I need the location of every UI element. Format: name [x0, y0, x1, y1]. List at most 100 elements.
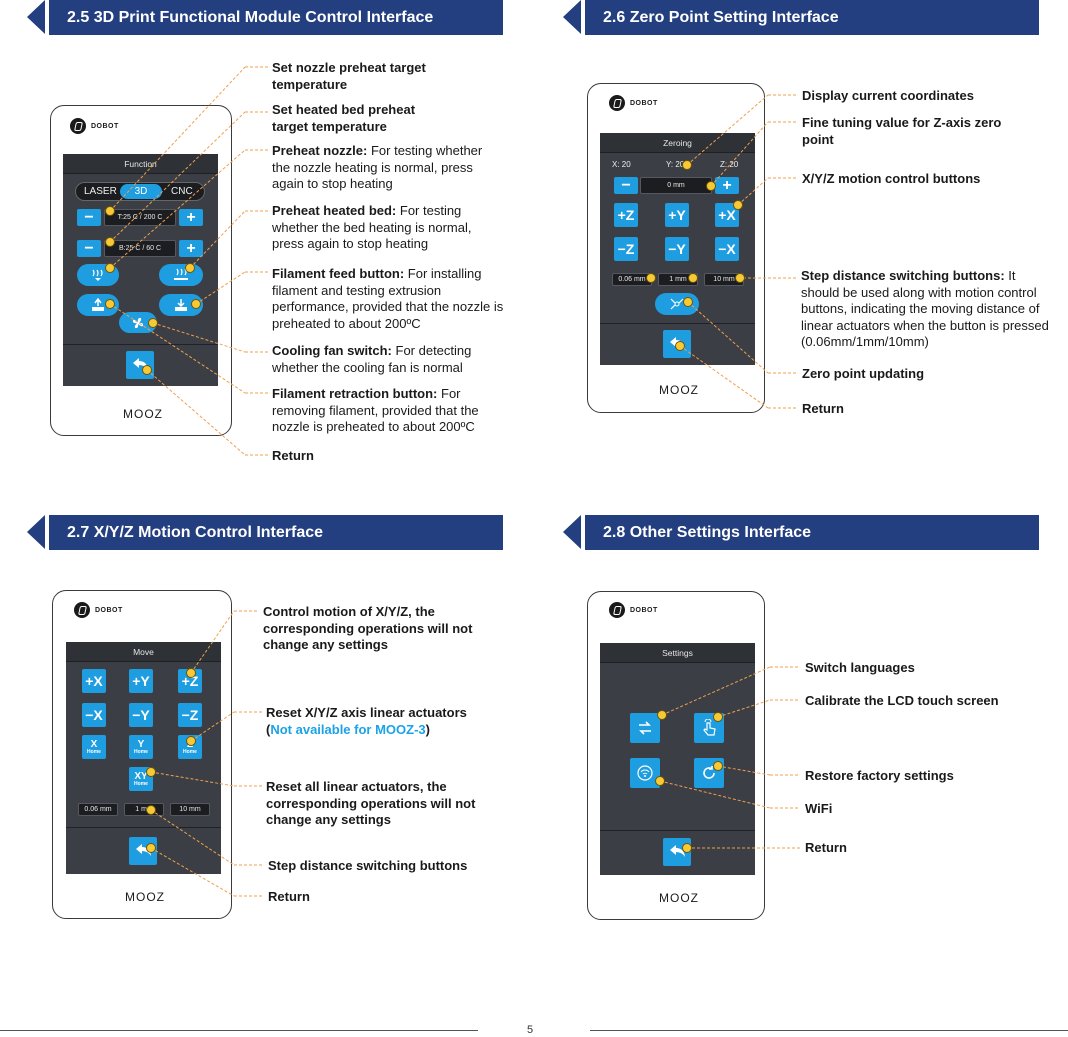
callout-dot	[733, 200, 743, 210]
callout-calibrate-lcd: Calibrate the LCD touch screen	[805, 693, 999, 708]
footer-rule-right	[590, 1030, 1068, 1031]
zeroing-screen: Zeroing X: 20 Y: 20 Z: 20 − 0 mm + +Z +Y…	[600, 133, 755, 365]
callout-cooling-fan: Cooling fan switch: For detecting whethe…	[272, 343, 472, 375]
step-button-10[interactable]: 10 mm	[170, 803, 210, 816]
axis-button-minus-x[interactable]: −X	[82, 703, 106, 727]
footer-rule-left	[0, 1030, 478, 1031]
mode-tab-laser[interactable]: LASER	[84, 186, 117, 197]
screen-title: Function	[63, 154, 218, 174]
callout-preheat-bed: Preheat heated bed: For testing whether …	[272, 203, 472, 251]
switch-language-button[interactable]	[630, 713, 660, 743]
coord-y: Y: 20	[666, 160, 685, 169]
bed-minus-button[interactable]: −	[77, 240, 101, 257]
axis-button-plus-y[interactable]: +Y	[129, 669, 153, 693]
return-arrow-icon	[670, 845, 685, 857]
step-button-1[interactable]: 1 mm	[124, 803, 164, 816]
nozzle-minus-button[interactable]: −	[77, 209, 101, 226]
preheat-bed-button[interactable]	[159, 264, 203, 286]
dobot-logo: DOBOT	[70, 118, 119, 134]
z-minus-button[interactable]: −	[614, 177, 638, 194]
axis-button-plus-z[interactable]: +Z	[614, 203, 638, 227]
move-screen: Move +X +Y +Z −X −Y −Z X Home Y Home Z H…	[66, 642, 221, 874]
callout-reset-all: Reset all linear actuators, the correspo…	[266, 779, 476, 827]
function-screen: Function LASER 3D CNC − T:25 C / 200 C +…	[63, 154, 218, 386]
callout-xyz-motion-buttons: X/Y/Z motion control buttons	[802, 171, 981, 186]
device-frame-settings: DOBOT Settings MOOZ	[587, 591, 765, 920]
callout-reset-axis: Reset X/Y/Z axis linear actuators(Not av…	[266, 705, 467, 737]
callout-restore-factory: Restore factory settings	[805, 768, 954, 783]
z-zero-field[interactable]: 0 mm	[640, 177, 712, 194]
callout-filament-feed: Filament feed button: For installing fil…	[272, 266, 504, 331]
home-button-y[interactable]: Y Home	[129, 735, 153, 759]
callout-dot	[105, 263, 115, 273]
dobot-logo: DOBOT	[74, 602, 123, 618]
mode-tab-3d[interactable]: 3D	[120, 184, 162, 199]
callout-z-fine-tuning: Fine tuning value for Z-axis zero point	[802, 115, 1002, 147]
mode-toggle[interactable]: LASER 3D CNC	[75, 182, 205, 201]
axis-button-minus-z[interactable]: −Z	[614, 237, 638, 261]
device-frame-zeroing: DOBOT Zeroing X: 20 Y: 20 Z: 20 − 0 mm +…	[587, 83, 765, 413]
section-title: 2.8 Other Settings Interface	[585, 515, 1039, 550]
callout-dot	[146, 843, 156, 853]
callout-return: Return	[802, 401, 844, 416]
callout-dot	[146, 805, 156, 815]
touch-hand-icon	[703, 719, 716, 736]
section-header-2-6: 2.6 Zero Point Setting Interface	[563, 0, 1039, 35]
callout-dot	[706, 181, 716, 191]
axis-button-minus-y[interactable]: −Y	[665, 237, 689, 261]
mooz-brand: MOOZ	[125, 890, 165, 904]
dobot-logo-icon	[74, 602, 90, 618]
callout-dot	[713, 712, 723, 722]
fan-icon	[132, 317, 144, 328]
callout-zero-point-updating: Zero point updating	[802, 366, 925, 381]
callout-dot	[713, 761, 723, 771]
screen-title: Settings	[600, 643, 755, 663]
callout-dot	[683, 297, 693, 307]
nozzle-heat-icon	[92, 269, 103, 281]
axis-button-plus-x[interactable]: +X	[715, 203, 739, 227]
axis-button-plus-x[interactable]: +X	[82, 669, 106, 693]
language-switch-icon	[639, 721, 651, 735]
nozzle-plus-button[interactable]: +	[179, 209, 203, 226]
mooz3-note: Not available for MOOZ-3	[270, 721, 426, 737]
mooz-brand: MOOZ	[659, 891, 699, 905]
settings-screen: Settings	[600, 643, 755, 875]
feed-filament-icon	[175, 299, 187, 311]
section-header-2-8: 2.8 Other Settings Interface	[563, 515, 1039, 550]
callout-dot	[186, 736, 196, 746]
mooz-brand: MOOZ	[123, 407, 163, 421]
coord-x: X: 20	[612, 160, 631, 169]
page-number: 5	[527, 1024, 534, 1036]
home-button-x[interactable]: X Home	[82, 735, 106, 759]
device-frame-move: DOBOT Move +X +Y +Z −X −Y −Z X Home Y Ho…	[52, 590, 232, 919]
section-title: 2.7 X/Y/Z Motion Control Interface	[49, 515, 503, 550]
callout-dot	[655, 776, 665, 786]
callout-preheat-nozzle: Preheat nozzle: For testing whether the …	[272, 143, 483, 191]
section-title: 2.6 Zero Point Setting Interface	[585, 0, 1039, 35]
bed-plus-button[interactable]: +	[179, 240, 203, 257]
callout-dot	[186, 668, 196, 678]
callout-return: Return	[272, 448, 314, 463]
callout-return: Return	[805, 840, 847, 855]
dobot-logo: DOBOT	[609, 602, 658, 618]
callout-step-distance: Step distance switching buttons: It shou…	[801, 268, 1049, 349]
axis-button-minus-y[interactable]: −Y	[129, 703, 153, 727]
axis-button-plus-y[interactable]: +Y	[665, 203, 689, 227]
dobot-logo-icon	[609, 602, 625, 618]
callout-dot	[646, 273, 656, 283]
mode-tab-cnc[interactable]: CNC	[171, 186, 193, 197]
device-frame-function: DOBOT Function LASER 3D CNC − T:25 C / 2…	[50, 105, 232, 436]
callout-dot	[146, 767, 156, 777]
callout-wifi: WiFi	[805, 801, 833, 816]
step-button-0-06[interactable]: 0.06 mm	[78, 803, 118, 816]
z-plus-button[interactable]: +	[715, 177, 739, 194]
callout-nozzle-preheat-target: Set nozzle preheat target temperature	[272, 60, 426, 92]
axis-button-minus-z[interactable]: −Z	[178, 703, 202, 727]
dobot-logo: DOBOT	[609, 95, 658, 111]
callout-dot	[191, 299, 201, 309]
callout-step-distance: Step distance switching buttons	[268, 858, 468, 873]
callout-dot	[105, 237, 115, 247]
callout-dot	[735, 273, 745, 283]
axis-button-minus-x[interactable]: −X	[715, 237, 739, 261]
callout-control-motion: Control motion of X/Y/Z, the correspondi…	[263, 604, 473, 652]
